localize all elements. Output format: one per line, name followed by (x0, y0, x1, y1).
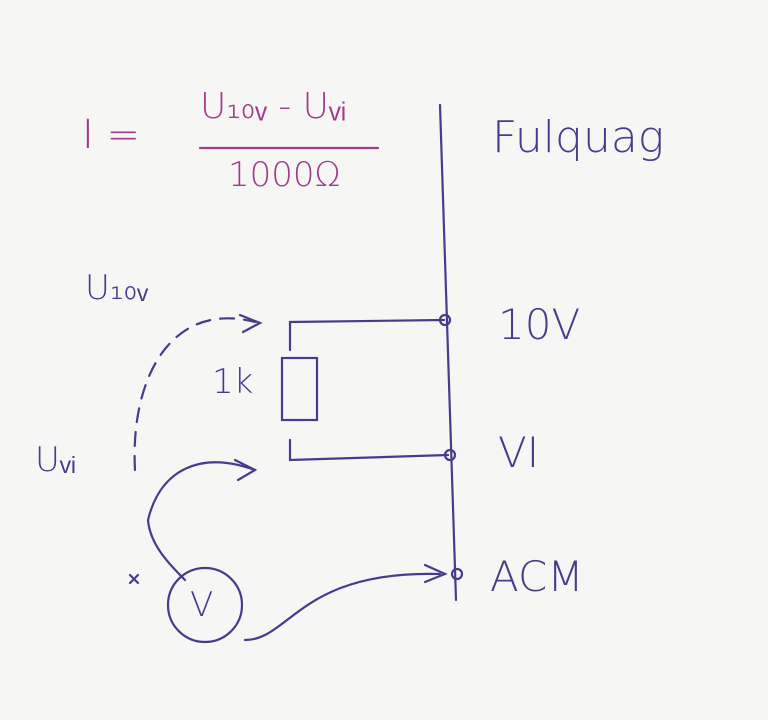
resistor-1k (280, 356, 319, 422)
arrow-head-u10v (238, 313, 263, 334)
terminal-vi-dot (443, 448, 457, 462)
label-uvi: Uᵥᵢ (35, 440, 77, 480)
wire-vi (288, 438, 450, 462)
wire-10v (288, 318, 446, 352)
voltmeter-circle (166, 566, 244, 644)
label-resistor: 1k (212, 362, 254, 402)
arrow-to-acm (243, 572, 442, 642)
label-terminal-vi: VI (498, 428, 540, 477)
label-u10v: U₁₀ᵥ (85, 268, 149, 308)
formula-numerator: U₁₀ᵥ - Uᵥᵢ (200, 86, 347, 127)
arrow-u-vi (146, 461, 257, 522)
wire-to-voltmeter (146, 518, 187, 582)
label-terminal-acm: ACM (490, 552, 584, 601)
tick-mark (128, 573, 140, 585)
formula-denominator: 1000Ω (228, 155, 341, 195)
arrow-head-vi (233, 458, 258, 482)
formula-lhs: I = (82, 112, 141, 158)
diagram-title: Fulquag (492, 112, 665, 163)
terminal-10v-dot (438, 313, 452, 327)
label-terminal-10v: 10V (498, 300, 581, 349)
arrow-head-acm (423, 563, 448, 584)
label-voltmeter: V (190, 585, 214, 625)
terminal-acm-dot (450, 567, 464, 581)
bus-line (438, 103, 458, 602)
dashed-arrow-u10v (133, 317, 257, 472)
